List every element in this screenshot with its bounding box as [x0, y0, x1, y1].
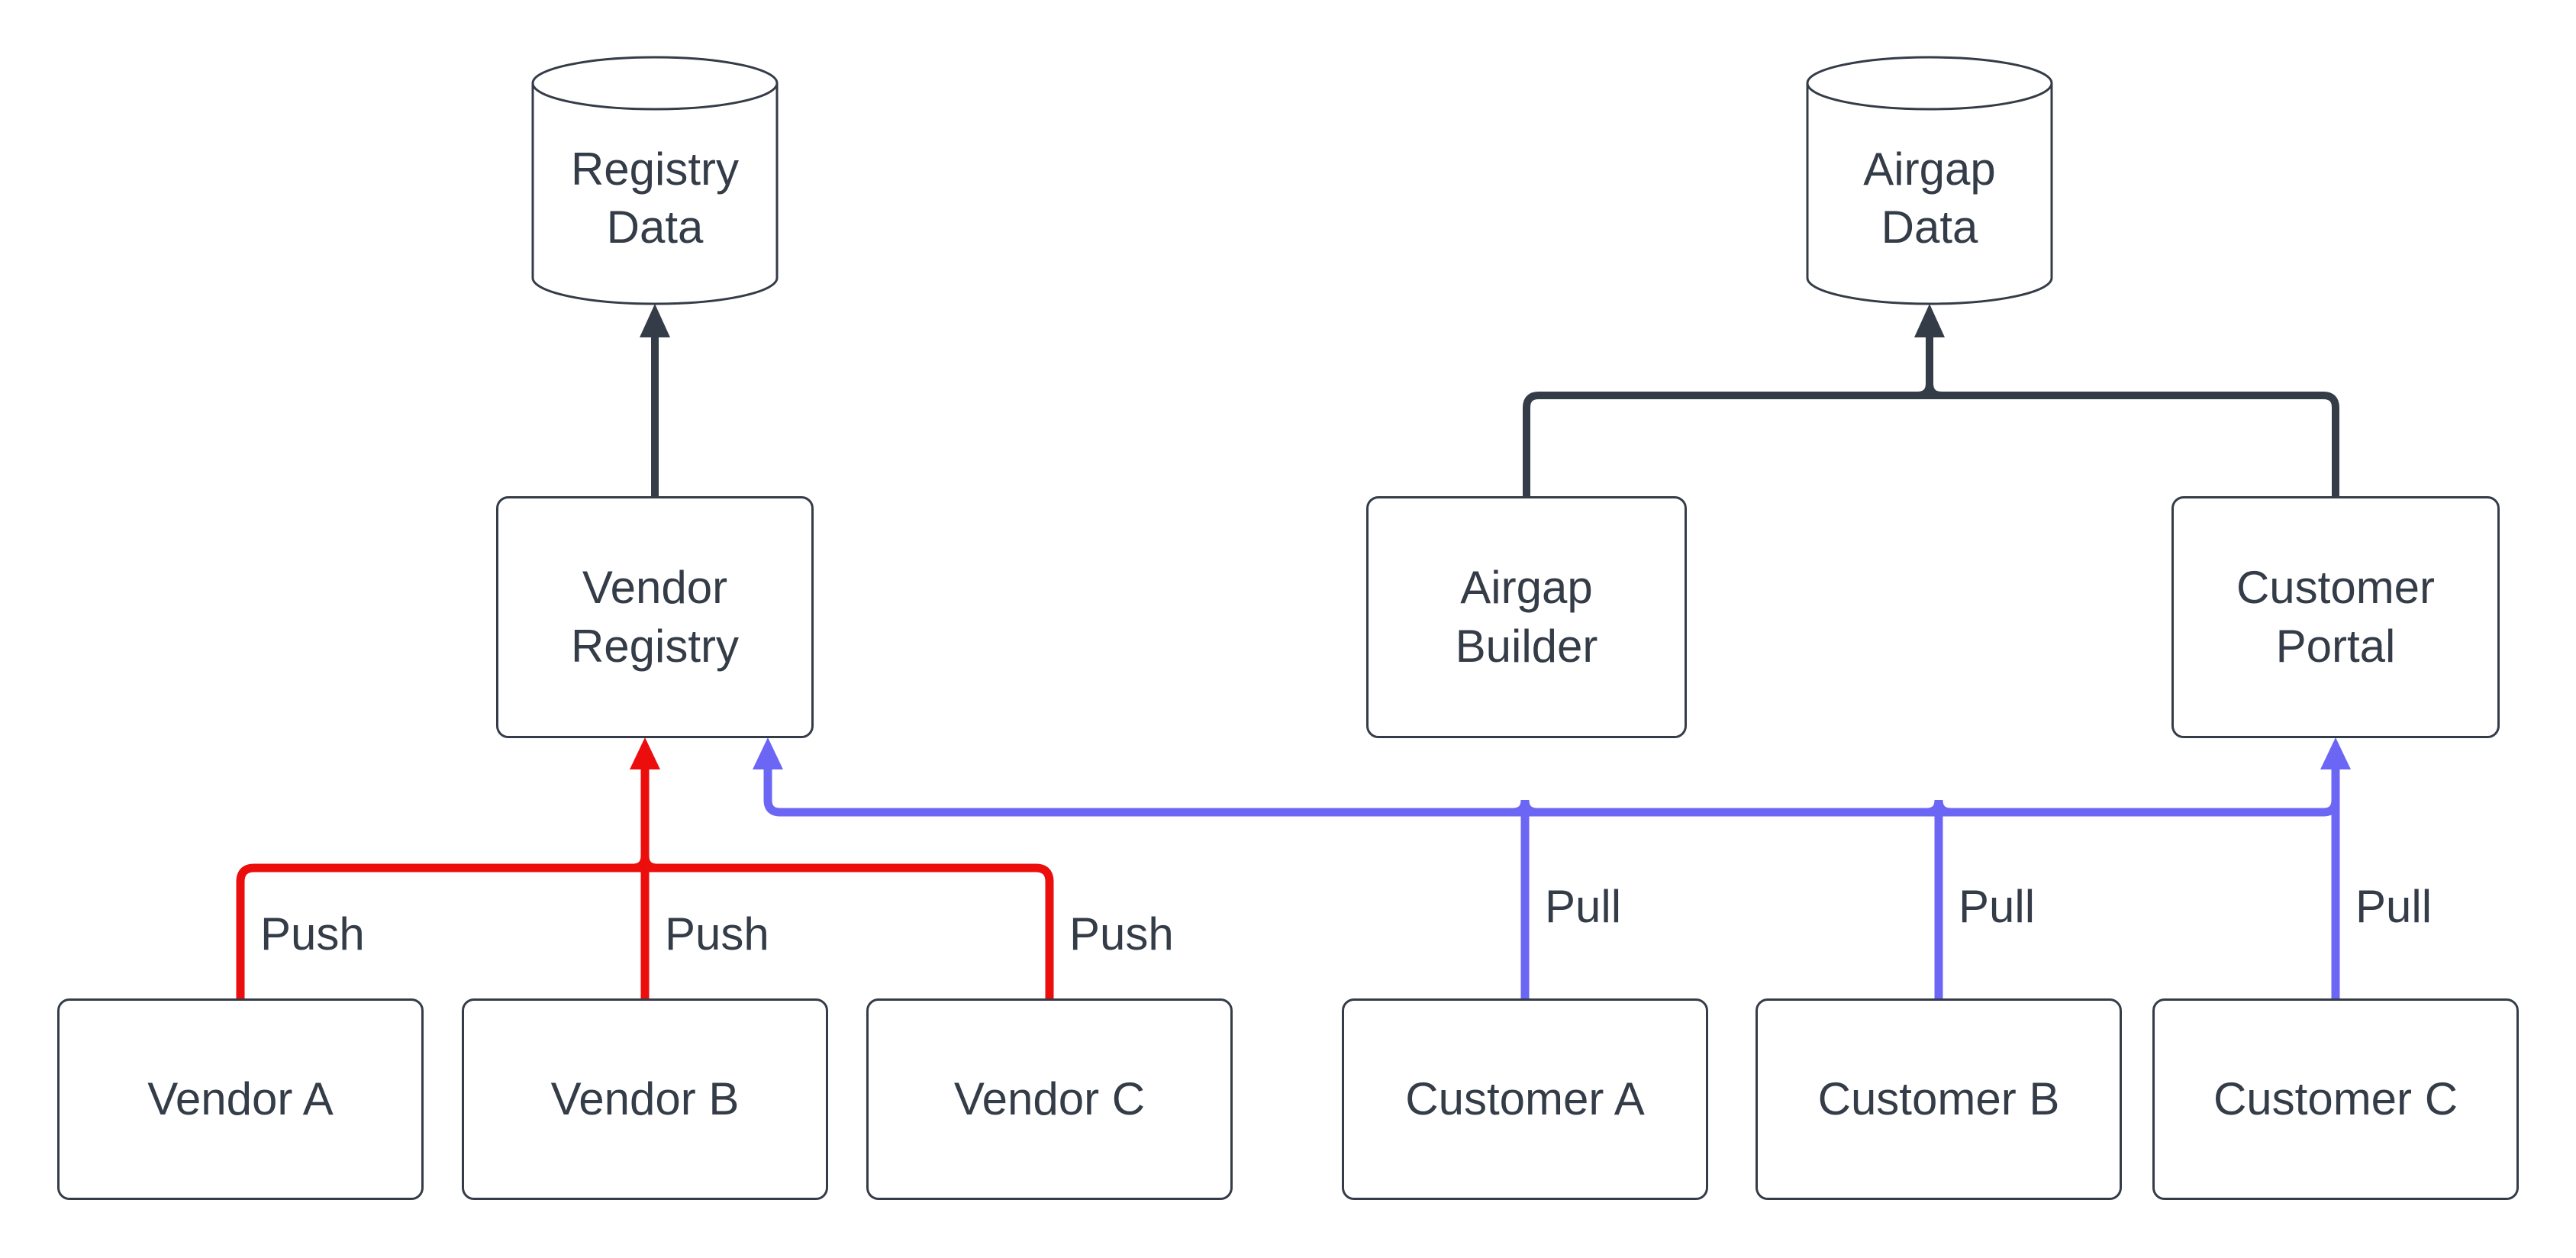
junction-bump-pull-a [1512, 799, 1538, 817]
arrowhead-pull-vendor-registry [753, 737, 783, 769]
node-registry-data: Registry Data [533, 107, 777, 290]
node-label: Data [606, 202, 704, 253]
edge-builder-portal-to-airgap-data [1523, 334, 2339, 496]
edge-push-vendor-c [645, 863, 1054, 998]
node-label: Registry [570, 143, 740, 195]
node-customer-portal: Customer Portal [2171, 496, 2500, 738]
junction-bump-push [632, 855, 658, 873]
node-customer-a: Customer A [1342, 998, 1708, 1200]
node-label: Registry [570, 620, 740, 672]
node-vendor-b: Vendor B [462, 998, 828, 1200]
node-vendor-a: Vendor A [57, 998, 424, 1200]
arrowhead-pull-customer-portal [2320, 737, 2351, 769]
edge-label-pull-customer-c: Pull [2352, 882, 2436, 931]
node-label: Portal [2275, 620, 2396, 672]
node-label: Airgap [1460, 562, 1593, 614]
node-label: Airgap [1863, 143, 1996, 195]
cylinder-airgap-data [1806, 56, 2053, 305]
node-label: Builder [1455, 620, 1598, 672]
edge-push-vendor-a [236, 863, 645, 998]
node-customer-b: Customer B [1755, 998, 2122, 1200]
node-label: Customer [2236, 562, 2436, 614]
arrowhead-push-vendor-registry [630, 737, 660, 769]
arrowhead-airgap-data [1914, 304, 1945, 337]
node-customer-c: Customer C [2152, 998, 2519, 1200]
cylinder-registry-data [531, 56, 779, 305]
arrowhead-registry-data [640, 304, 670, 337]
edge-label-push-vendor-a: Push [257, 910, 368, 959]
edge-pull-trunk [763, 768, 2340, 817]
edge-pull-group [763, 766, 2340, 998]
edge-push-group [236, 766, 1054, 998]
node-vendor-c: Vendor C [866, 998, 1233, 1200]
edge-label-push-vendor-c: Push [1066, 910, 1177, 959]
junction-bump-pull-b [1926, 799, 1952, 817]
edge-label-pull-customer-b: Pull [1955, 882, 2039, 931]
node-airgap-builder: Airgap Builder [1366, 496, 1687, 738]
edge-label-push-vendor-b: Push [662, 910, 772, 959]
node-vendor-registry: Vendor Registry [496, 496, 814, 738]
node-airgap-data: Airgap Data [1807, 107, 2052, 290]
node-label: Data [1881, 202, 1978, 253]
node-label: Vendor [582, 562, 728, 614]
edge-label-pull-customer-a: Pull [1542, 882, 1625, 931]
